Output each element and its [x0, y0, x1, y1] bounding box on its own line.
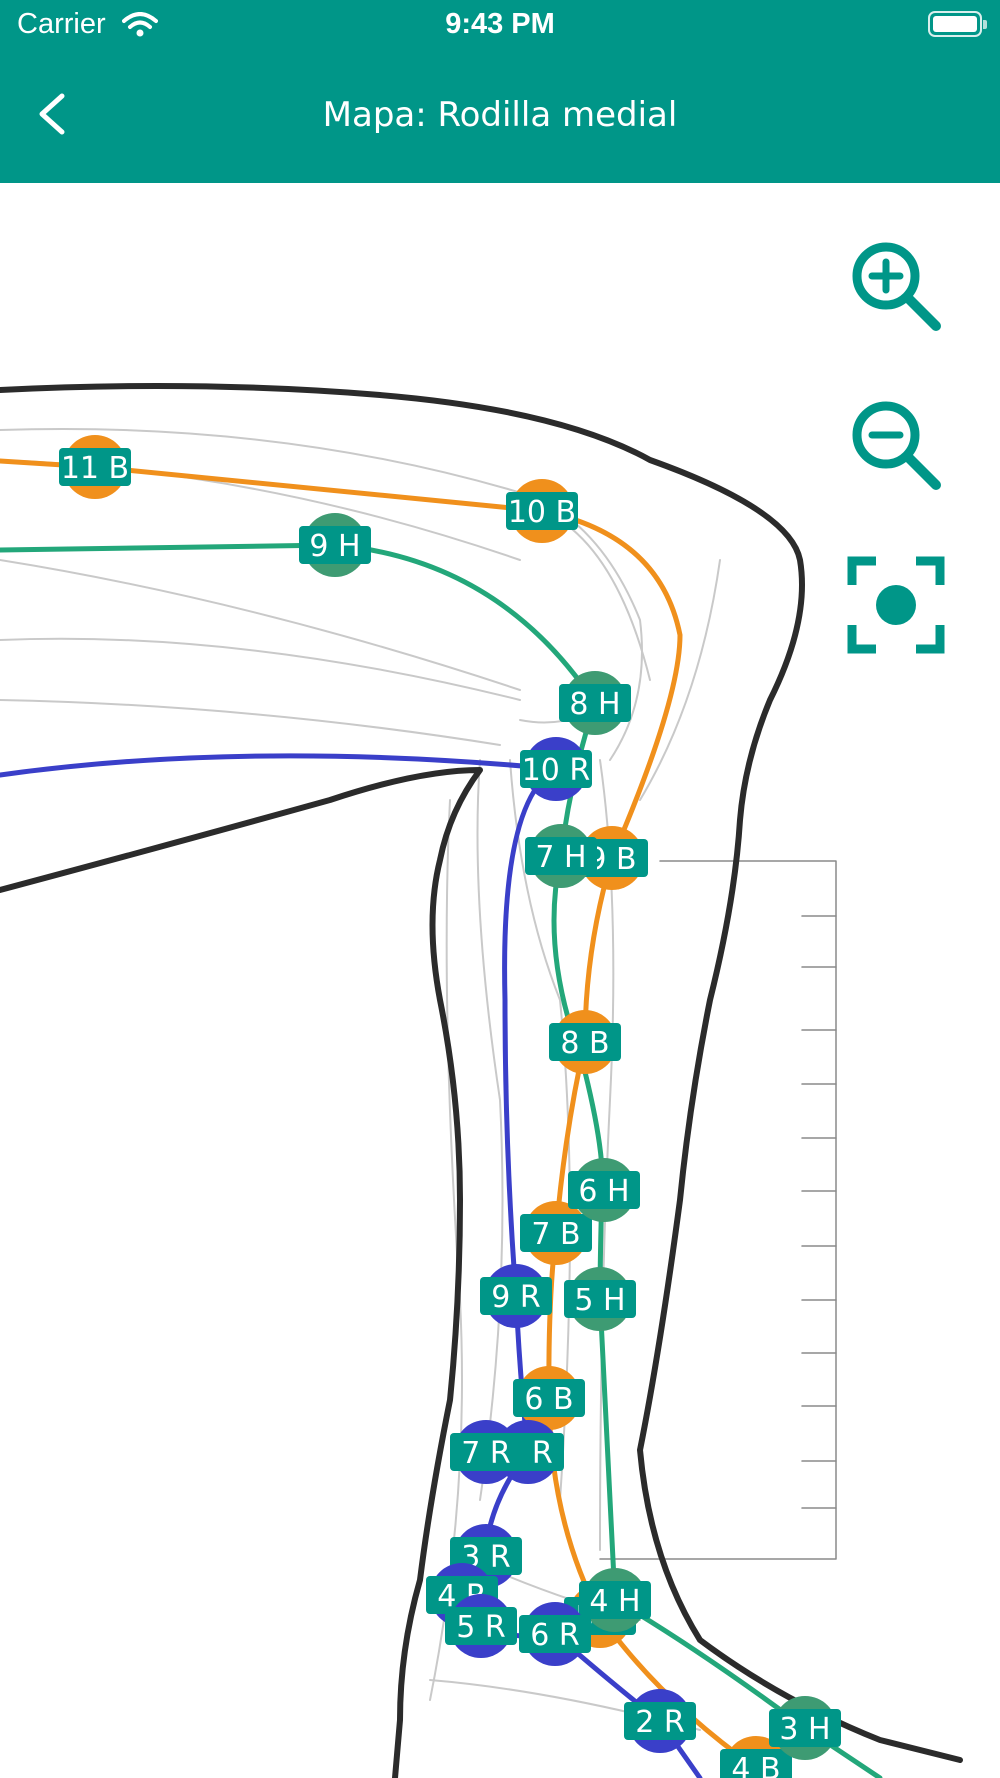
- status-time: 9:43 PM: [445, 8, 555, 40]
- marker-6r[interactable]: 6 R: [519, 1602, 591, 1666]
- marker-5r[interactable]: 5 R: [445, 1594, 517, 1658]
- zoom-in-icon[interactable]: [846, 236, 946, 336]
- marker-10r[interactable]: 10 R: [520, 737, 592, 801]
- marker-9r[interactable]: 9 R: [480, 1264, 552, 1328]
- knee-map[interactable]: 11 B10 B9 B8 B7 B6 B5 B4 B9 H8 H7 H6 H5 …: [0, 183, 1000, 1778]
- zoom-out-icon[interactable]: [846, 395, 946, 495]
- marker-label: 11 B: [61, 451, 129, 486]
- marker-label: 4 B: [731, 1752, 780, 1778]
- wifi-icon: [122, 12, 158, 37]
- marker-7h[interactable]: 7 H: [525, 824, 597, 888]
- marker-6b[interactable]: 6 B: [513, 1366, 585, 1430]
- marker-label: 3 H: [779, 1712, 830, 1747]
- marker-6h[interactable]: 6 H: [568, 1158, 640, 1222]
- marker-label: 8 B: [560, 1026, 609, 1061]
- marker-label: 8 H: [569, 687, 620, 722]
- marker-7r[interactable]: 7 R: [450, 1420, 522, 1484]
- marker-label: 6 H: [578, 1174, 629, 1209]
- recenter-icon[interactable]: [846, 555, 946, 655]
- marker-8b[interactable]: 8 B: [549, 1010, 621, 1074]
- marker-label: 6 B: [524, 1382, 573, 1417]
- marker-10b[interactable]: 10 B: [506, 479, 578, 543]
- page-title: Mapa: Rodilla medial: [322, 95, 678, 135]
- marker-label: 10 B: [508, 495, 576, 530]
- navigation-bar: Carrier 9:43 PM Mapa: Rodilla medial: [0, 0, 1000, 183]
- marker-label: 5 H: [574, 1283, 625, 1318]
- marker-8h[interactable]: 8 H: [559, 671, 631, 735]
- marker-label: 9 H: [309, 529, 360, 564]
- marker-label: 5 R: [456, 1610, 505, 1645]
- acupoint-markers[interactable]: 11 B10 B9 B8 B7 B6 B5 B4 B9 H8 H7 H6 H5 …: [59, 435, 841, 1778]
- marker-label: 2 R: [635, 1705, 684, 1740]
- carrier-label: Carrier: [17, 8, 106, 40]
- marker-9h[interactable]: 9 H: [299, 513, 371, 577]
- marker-label: 9 R: [491, 1280, 540, 1315]
- status-bar: Carrier 9:43 PM: [0, 0, 1000, 50]
- battery-icon: [928, 11, 987, 37]
- marker-4h[interactable]: 4 H: [579, 1568, 651, 1632]
- marker-label: 7 B: [531, 1217, 580, 1252]
- marker-11b[interactable]: 11 B: [59, 435, 131, 499]
- marker-3h[interactable]: 3 H: [769, 1696, 841, 1760]
- marker-label: 7 R: [461, 1436, 510, 1471]
- map-area[interactable]: 11 B10 B9 B8 B7 B6 B5 B4 B9 H8 H7 H6 H5 …: [0, 183, 1000, 1778]
- marker-label: 7 H: [535, 840, 586, 875]
- marker-7b[interactable]: 7 B: [520, 1201, 592, 1265]
- back-button[interactable]: [30, 90, 78, 138]
- marker-5h[interactable]: 5 H: [564, 1267, 636, 1331]
- marker-2r[interactable]: 2 R: [624, 1689, 696, 1753]
- marker-label: 6 R: [530, 1618, 579, 1653]
- marker-label: 10 R: [522, 753, 591, 788]
- marker-label: 4 H: [589, 1584, 640, 1619]
